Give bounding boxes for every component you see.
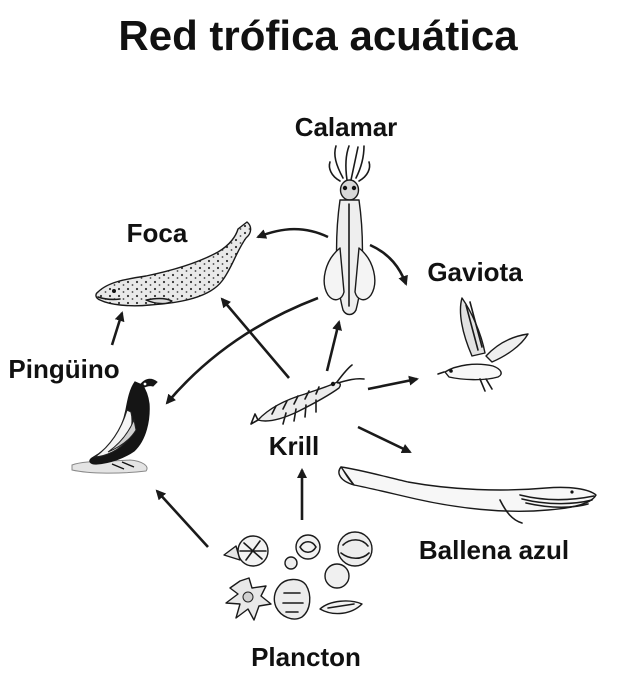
arrow-krill-to-calamar bbox=[325, 320, 342, 372]
penguin-illustration bbox=[71, 378, 158, 474]
label-gaviota: Gaviota bbox=[427, 257, 523, 287]
seal-illustration bbox=[95, 221, 252, 307]
arrows bbox=[110, 227, 419, 548]
diagram-title: Red trófica acuática bbox=[118, 12, 518, 59]
arrow-calamar-to-gaviota bbox=[369, 243, 408, 286]
organism-labels: Calamar Foca Gaviota Pingüino Krill Ball… bbox=[8, 112, 569, 672]
label-pinguino: Pingüino bbox=[8, 354, 119, 384]
plankton-illustration bbox=[223, 531, 373, 621]
arrow-krill-to-gaviota bbox=[367, 375, 419, 391]
arrow-krill-to-ballena bbox=[357, 425, 412, 454]
arrow-plancton-to-pinguino bbox=[155, 489, 209, 548]
arrow-krill-to-foca bbox=[220, 297, 290, 379]
label-krill: Krill bbox=[269, 431, 320, 461]
squid-illustration bbox=[323, 145, 376, 316]
label-calamar: Calamar bbox=[295, 112, 398, 142]
whale-illustration bbox=[338, 466, 597, 524]
label-foca: Foca bbox=[127, 218, 188, 248]
arrow-calamar-to-foca bbox=[256, 227, 329, 239]
label-ballena-azul: Ballena azul bbox=[419, 535, 569, 565]
arrow-calamar-to-pinguino bbox=[165, 296, 319, 405]
arrow-pinguino-to-foca bbox=[110, 311, 125, 346]
krill-illustration bbox=[250, 364, 365, 425]
seagull-illustration bbox=[437, 297, 529, 392]
label-plancton: Plancton bbox=[251, 642, 361, 672]
